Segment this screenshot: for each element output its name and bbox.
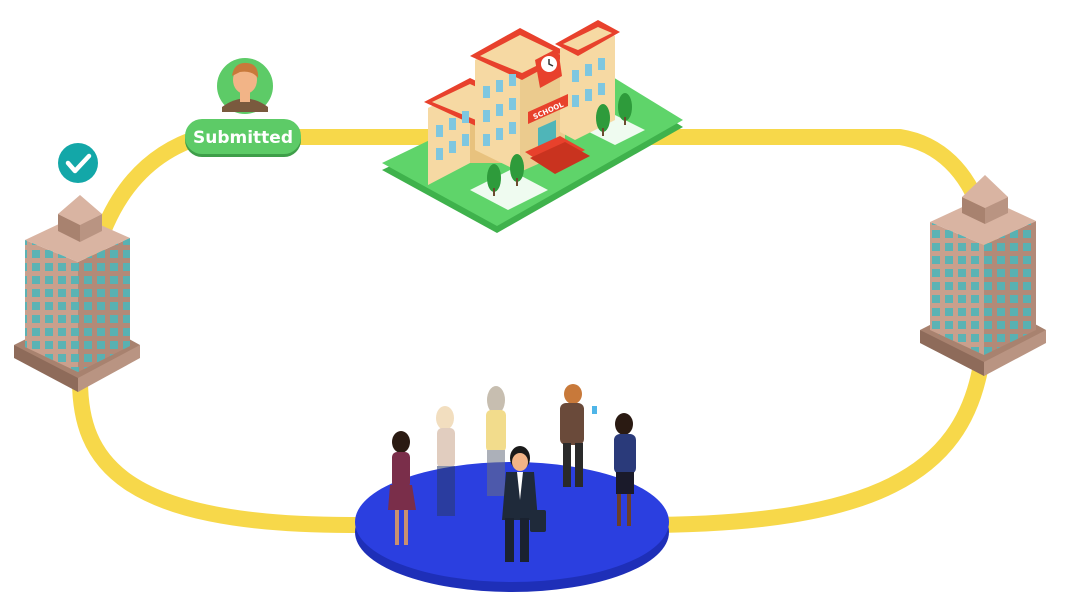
status-badge: Submitted bbox=[185, 119, 301, 157]
office-tower-icon bbox=[14, 195, 140, 392]
user-avatar-icon bbox=[217, 58, 273, 114]
school-building-icon: SCHOOL bbox=[382, 20, 683, 233]
status-label: Submitted bbox=[193, 128, 293, 148]
office-tower-icon bbox=[920, 175, 1046, 376]
people-group-icon bbox=[388, 384, 636, 562]
check-icon bbox=[58, 143, 98, 183]
